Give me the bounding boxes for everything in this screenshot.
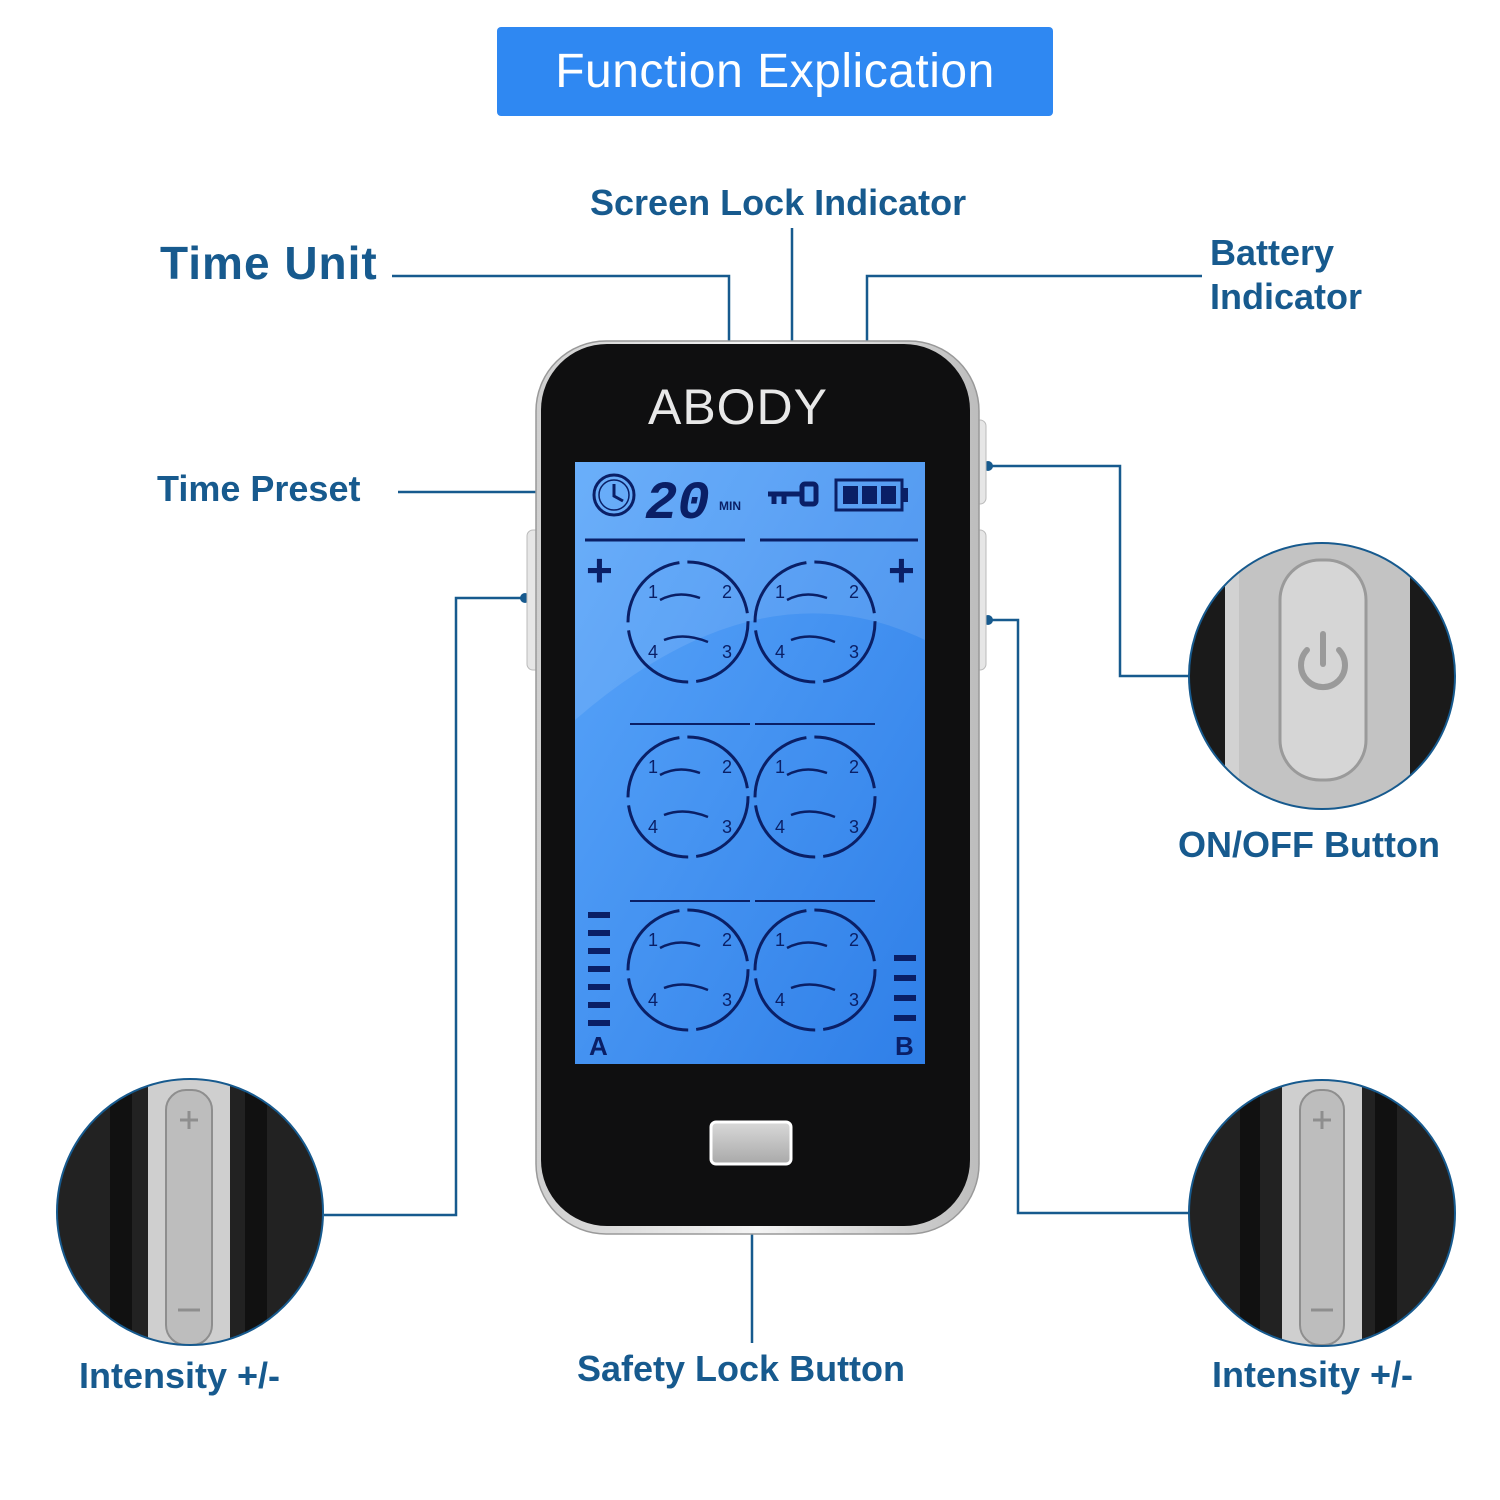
- timer-value: 20: [645, 474, 710, 535]
- intensity-left-leader: [324, 596, 525, 1217]
- zone-number: 4: [648, 817, 658, 837]
- zone-number: 3: [722, 817, 732, 837]
- body-part-pictogram: [786, 768, 836, 819]
- power-button-large[interactable]: [1278, 558, 1368, 782]
- zone-number: 2: [722, 582, 732, 602]
- mode-circle[interactable]: 1 2 3 4: [753, 908, 877, 1032]
- mode-circle[interactable]: 1 2 3 4: [626, 560, 750, 684]
- zone-number: 2: [849, 582, 859, 602]
- screen-lock-label: Screen Lock Indicator: [590, 182, 967, 223]
- battery-label-line1: Battery: [1210, 232, 1335, 273]
- zone-number: 3: [849, 642, 859, 662]
- power-icon: [1298, 631, 1348, 691]
- zone-number: 3: [722, 642, 732, 662]
- zone-number: 1: [648, 582, 658, 602]
- channel-a-label: A: [589, 1031, 608, 1061]
- time-preset-label: Time Preset: [157, 468, 361, 509]
- intensity-right-label: Intensity +/-: [1212, 1354, 1414, 1395]
- zone-number: 2: [722, 757, 732, 777]
- tens-device: ABODY: [526, 340, 987, 1235]
- lcd-screen[interactable]: [575, 462, 925, 1064]
- plus-a-button[interactable]: +: [586, 544, 613, 596]
- channel-b-label: B: [895, 1031, 914, 1061]
- brand-logo: ABODY: [648, 379, 828, 435]
- on-off-zoom-callout: [1188, 542, 1456, 810]
- timer-unit: MIN: [719, 499, 741, 513]
- intensity-left-label: Intensity +/-: [79, 1355, 281, 1396]
- zone-number: 1: [648, 757, 658, 777]
- zone-number: 2: [849, 930, 859, 950]
- zone-number: 2: [722, 930, 732, 950]
- zone-number: 3: [722, 990, 732, 1010]
- zone-number: 4: [775, 990, 785, 1010]
- zone-number: 1: [775, 582, 785, 602]
- battery-icon: [834, 478, 908, 512]
- on-off-leader: [988, 464, 1190, 678]
- mode-circle[interactable]: 1 2 3 4: [626, 735, 750, 859]
- mode-circle[interactable]: 1 2 3 4: [753, 560, 877, 684]
- title-banner: Function Explication: [497, 27, 1053, 116]
- body-part-pictogram: [659, 941, 709, 992]
- massage-mode-grid[interactable]: 1 2 3 4 1 2 3 4 1 2 3 4 1 2 3 4 1 2 3 4 1 2 3 4: [626, 560, 877, 1032]
- zone-number: 4: [775, 817, 785, 837]
- intensity-bars-a: [588, 912, 610, 1026]
- zone-number: 1: [648, 930, 658, 950]
- intensity-slider-large-left[interactable]: [165, 1089, 213, 1345]
- zone-number: 3: [849, 990, 859, 1010]
- intensity-right-zoom-callout: [1188, 1079, 1456, 1347]
- safety-lock-button[interactable]: [709, 1120, 793, 1166]
- zone-number: 4: [648, 990, 658, 1010]
- zone-number: 4: [775, 642, 785, 662]
- intensity-bars-b: [894, 955, 916, 1021]
- leader-lines: [324, 228, 1202, 1343]
- safety-lock-label: Safety Lock Button: [577, 1348, 906, 1389]
- clock-icon: [592, 473, 636, 517]
- zone-number: 1: [775, 757, 785, 777]
- zone-number: 4: [648, 642, 658, 662]
- intensity-left-zoom-callout: [56, 1078, 324, 1346]
- zone-number: 2: [849, 757, 859, 777]
- body-part-pictogram: [659, 593, 709, 644]
- plus-b-button[interactable]: +: [888, 544, 915, 596]
- mode-circle[interactable]: 1 2 3 4: [626, 908, 750, 1032]
- body-part-pictogram: [786, 593, 836, 644]
- body-part-pictogram: [659, 768, 709, 819]
- key-icon: [768, 481, 819, 507]
- intensity-right-leader: [988, 618, 1190, 1215]
- time-unit-label: Time Unit: [160, 237, 378, 289]
- zone-number: 3: [849, 817, 859, 837]
- zone-number: 1: [775, 930, 785, 950]
- mode-circle[interactable]: 1 2 3 4: [753, 735, 877, 859]
- battery-label-line2: Indicator: [1210, 276, 1363, 317]
- on-off-label: ON/OFF Button: [1178, 824, 1440, 865]
- page-title: Function Explication: [555, 45, 995, 98]
- body-part-pictogram: [786, 941, 836, 992]
